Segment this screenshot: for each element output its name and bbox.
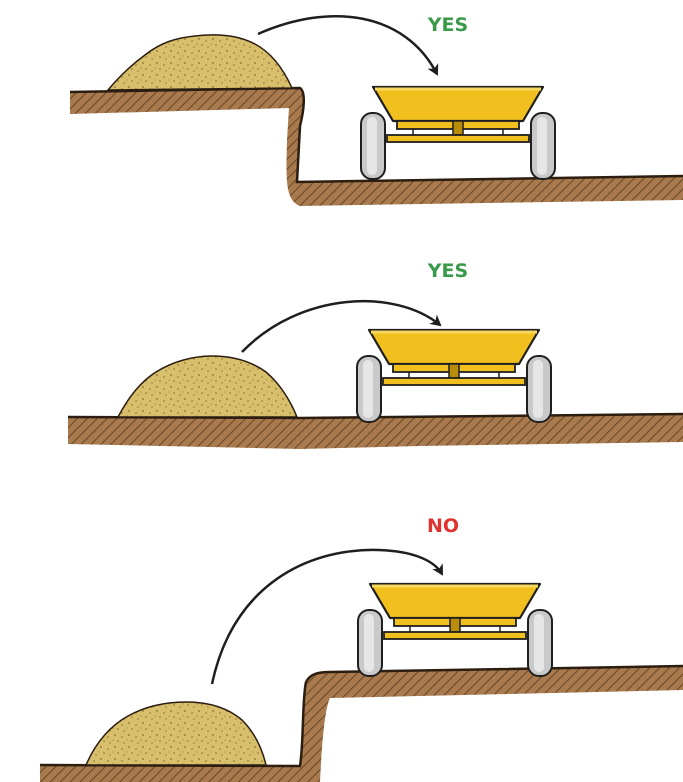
spreader-icon xyxy=(358,584,552,676)
verdict-label: NO xyxy=(427,515,459,537)
material-pile-icon xyxy=(118,356,297,417)
verdict-label: YES xyxy=(427,260,468,282)
scenario-3: NO xyxy=(40,515,683,782)
arrow-icon xyxy=(258,16,437,74)
material-pile-icon xyxy=(108,35,292,90)
material-pile-icon xyxy=(86,702,266,765)
spreader-icon xyxy=(357,330,551,422)
scenario-2: YES xyxy=(68,260,683,449)
scenario-1: YES xyxy=(70,14,683,206)
verdict-label: YES xyxy=(427,14,468,36)
spreader-icon xyxy=(361,87,555,179)
